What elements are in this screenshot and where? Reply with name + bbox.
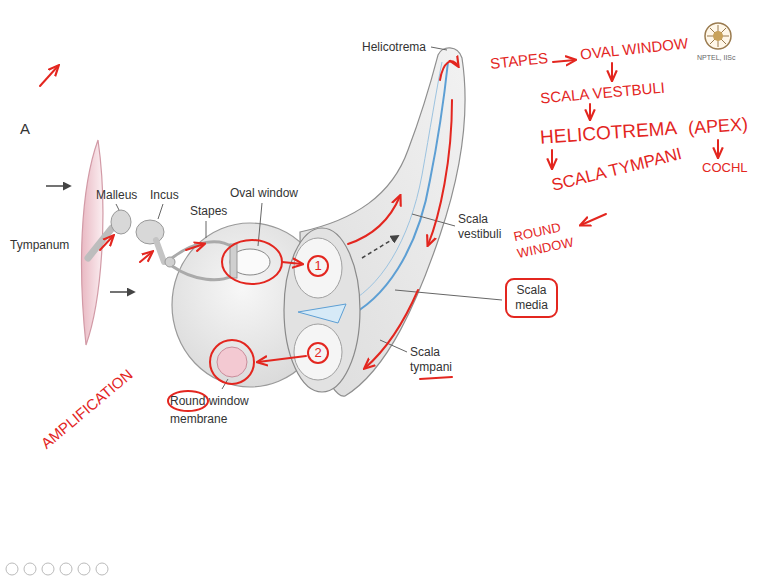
structure-label: Tympanum <box>10 238 69 252</box>
handwritten-note: HELICOTREMA <box>539 117 678 149</box>
leader-lines <box>116 47 502 389</box>
leader-line <box>206 221 207 238</box>
hand-arrow <box>611 63 613 80</box>
lower-chamber <box>294 324 342 380</box>
leader-line <box>395 290 502 300</box>
incus-process <box>156 240 164 262</box>
leader-line <box>158 204 163 219</box>
hand-arrow <box>186 244 204 250</box>
logo-ring <box>705 23 731 49</box>
structure-label: Malleus <box>96 188 137 202</box>
handwritten-note: (APEX) <box>687 114 748 140</box>
logo <box>705 23 731 49</box>
hand-arrow <box>348 196 400 244</box>
logo-text: NPTEL, IISc <box>697 54 736 62</box>
hand-arrow <box>717 140 719 157</box>
upper-chamber <box>294 238 342 298</box>
stapes-footplate <box>230 244 237 278</box>
handwritten-note: STAPES <box>489 49 549 73</box>
malleus-head <box>111 210 131 234</box>
incus-body <box>136 220 164 244</box>
reissner-membrane <box>342 62 442 306</box>
structure-label: Scala vestibuli <box>458 212 506 242</box>
handwritten-note: AMPLIFICATION <box>38 365 137 452</box>
callout-number: 2 <box>311 345 325 361</box>
toolbar-icon <box>78 563 90 575</box>
structure-label: Incus <box>150 188 179 202</box>
structure-label: Scala tympani <box>410 345 458 375</box>
hand-circle <box>308 343 328 363</box>
hand-arrow <box>581 214 606 225</box>
handwritten-note: ROUND WINDOW <box>512 216 578 262</box>
hand-arrow <box>551 150 553 168</box>
handwritten-note: COCHL <box>702 160 748 176</box>
hand-arrow <box>100 236 113 250</box>
hand-arrow <box>40 66 58 86</box>
hand-circle <box>210 340 254 384</box>
hand-circle <box>222 240 282 284</box>
box-text: Scala media <box>513 283 550 313</box>
hand-arrow <box>440 61 458 80</box>
structure-label: Stapes <box>190 204 227 218</box>
malleus-handle <box>88 228 112 258</box>
callout-number: 1 <box>311 258 325 274</box>
sound-arrows <box>46 186 398 292</box>
hand-arrow <box>140 252 152 262</box>
toolbar-icon <box>24 563 36 575</box>
leader-line <box>380 340 407 352</box>
leader-line <box>412 214 455 226</box>
toolbar-icons <box>6 563 108 575</box>
structure-label: Oval window <box>230 186 298 200</box>
structure-label: Helicotrema <box>362 40 426 54</box>
handwritten-marks <box>40 60 718 411</box>
handwritten-note: SCALA TYMPANI <box>550 144 684 196</box>
round-window <box>217 347 247 377</box>
toolbar-icon <box>96 563 108 575</box>
structure-label: Round window membrane <box>170 392 252 428</box>
handwritten-note: OVAL WINDOW <box>579 34 689 63</box>
middle-chamber <box>298 304 346 323</box>
hand-arrow <box>258 356 306 362</box>
logo-centre <box>713 31 723 41</box>
sound-arrow <box>110 291 134 293</box>
toolbar-icon <box>42 563 54 575</box>
logo-spokes <box>707 25 729 47</box>
hand-arrow <box>282 262 302 264</box>
panel-letter: A <box>20 120 30 138</box>
hand-arrow <box>589 104 591 119</box>
hand-underline <box>420 377 452 379</box>
hand-circle <box>308 256 328 276</box>
sound-arrow <box>46 185 70 187</box>
cochlea-cross-section <box>284 228 360 392</box>
hand-arrow <box>553 60 575 62</box>
toolbar-icon <box>60 563 72 575</box>
structure-box: Scala media <box>505 278 558 318</box>
basilar-membrane <box>345 62 448 318</box>
leader-line <box>116 204 119 210</box>
wave-arrow <box>362 236 398 258</box>
handwritten-note: SCALA VESTBULI <box>539 79 665 108</box>
hand-arrow <box>428 100 452 245</box>
leader-line <box>431 47 447 50</box>
toolbar-icon <box>6 563 18 575</box>
